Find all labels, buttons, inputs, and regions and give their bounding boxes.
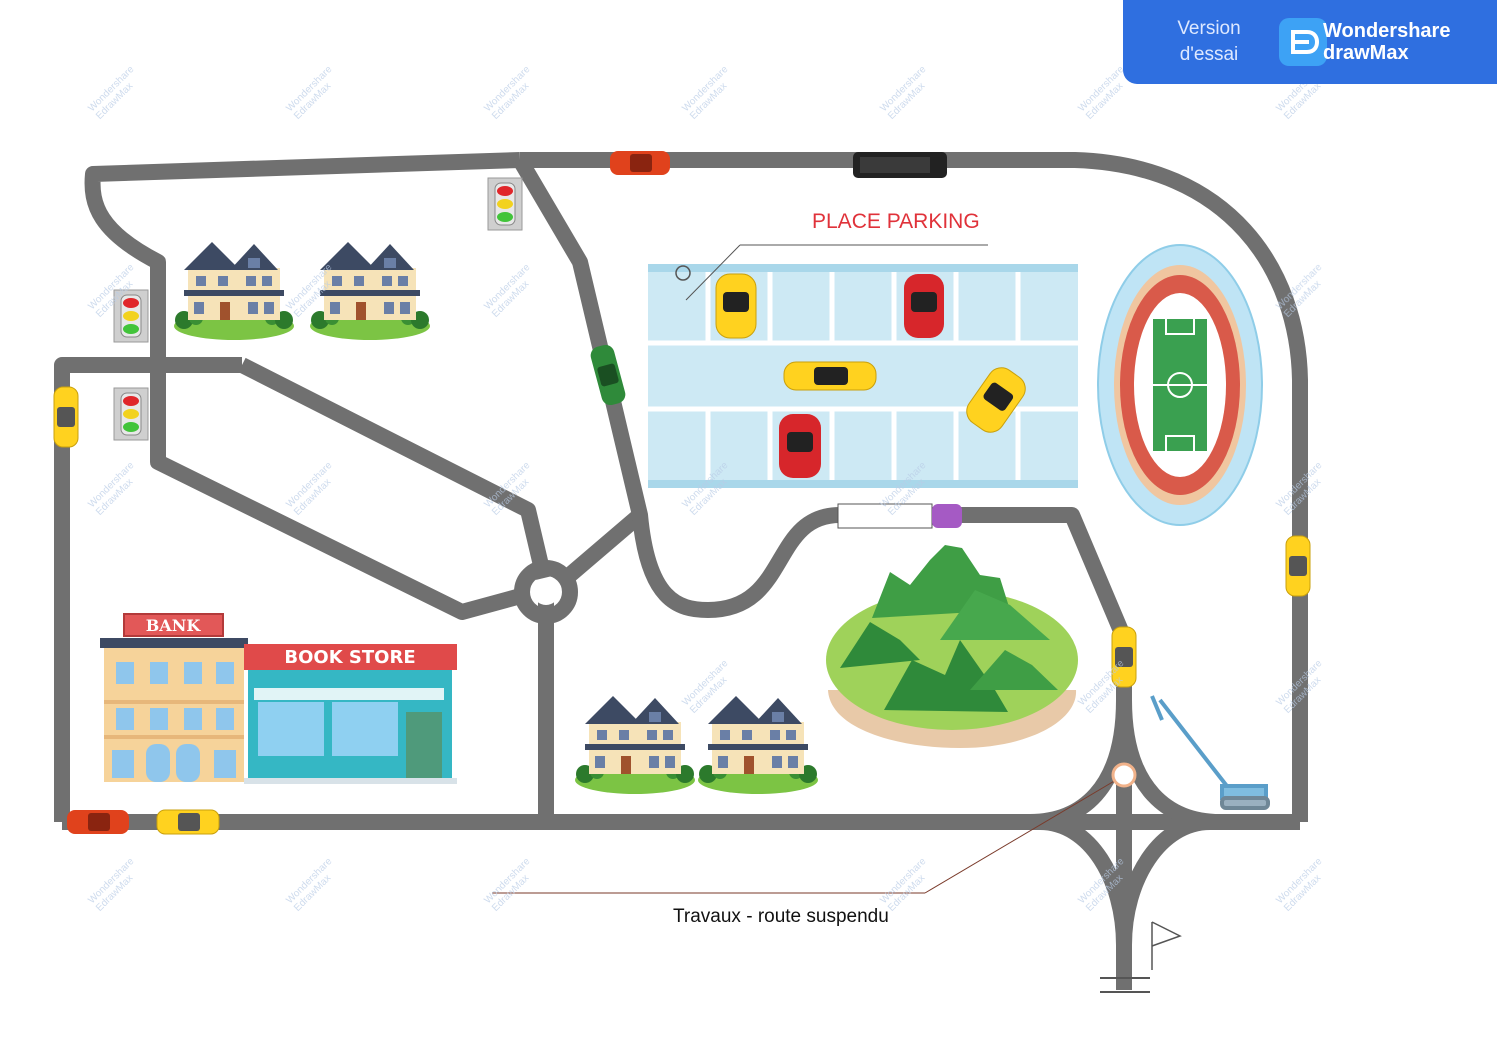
truck-icon — [837, 503, 962, 529]
house-icon — [575, 696, 695, 794]
traffic-light-icon — [113, 387, 149, 441]
car-icon — [67, 810, 129, 834]
road-diagonal-left — [238, 357, 552, 580]
mountain-island-icon — [826, 545, 1078, 748]
road-mid-right — [960, 507, 1132, 642]
road-network — [54, 152, 1308, 990]
works-label: Travaux - route suspendu — [673, 906, 889, 927]
trial-line-2: d'essai — [1179, 44, 1239, 65]
brand-name: Wondershare drawMax — [1323, 20, 1450, 64]
car-icon — [1285, 535, 1311, 597]
flag-icon — [1151, 921, 1182, 970]
road-curve-center — [632, 507, 841, 618]
parking-label: PLACE PARKING — [812, 210, 980, 233]
roundabout — [514, 560, 578, 624]
car-icon — [53, 386, 79, 448]
road-top-left-loop — [84, 152, 521, 342]
parking-label-callout — [675, 244, 988, 301]
car-icon — [1111, 626, 1137, 688]
edrawmax-logo-icon — [1279, 18, 1327, 66]
car-icon — [156, 809, 220, 835]
bank-sign: BANK — [146, 616, 202, 635]
car-icon — [779, 414, 821, 478]
truck-icon — [853, 152, 947, 178]
brand-line-2: drawMax — [1323, 42, 1409, 64]
road-shoulder-lines — [1100, 977, 1150, 993]
road-center-diagonal — [513, 155, 648, 587]
car-icon — [715, 273, 757, 339]
trial-line-1: Version — [1177, 18, 1241, 39]
car-icon — [610, 151, 670, 175]
road-bridge-lower-right — [1116, 814, 1211, 946]
trial-text: Version d'essai — [1153, 16, 1265, 68]
car-icon — [590, 344, 626, 406]
trial-badge[interactable]: Version d'essai Wondershare drawMax — [1123, 0, 1497, 84]
road-top — [520, 152, 1308, 822]
works-callout — [492, 762, 1137, 894]
bank-building-icon — [100, 613, 248, 782]
road-diagonal-lower — [150, 342, 531, 620]
roundabout-center — [533, 579, 559, 605]
car-icon — [904, 274, 944, 338]
road-left — [54, 357, 242, 822]
traffic-light-icon — [487, 177, 523, 231]
crane-icon — [1150, 695, 1270, 810]
brand-line-1: Wondershare — [1323, 20, 1451, 42]
stadium-icon — [1097, 244, 1263, 526]
book-store-sign: BOOK STORE — [284, 647, 415, 668]
book-store-icon — [244, 644, 457, 784]
house-icon — [174, 242, 294, 340]
house-icon — [698, 696, 818, 794]
car-icon — [783, 361, 877, 391]
car-icon — [966, 367, 1026, 433]
